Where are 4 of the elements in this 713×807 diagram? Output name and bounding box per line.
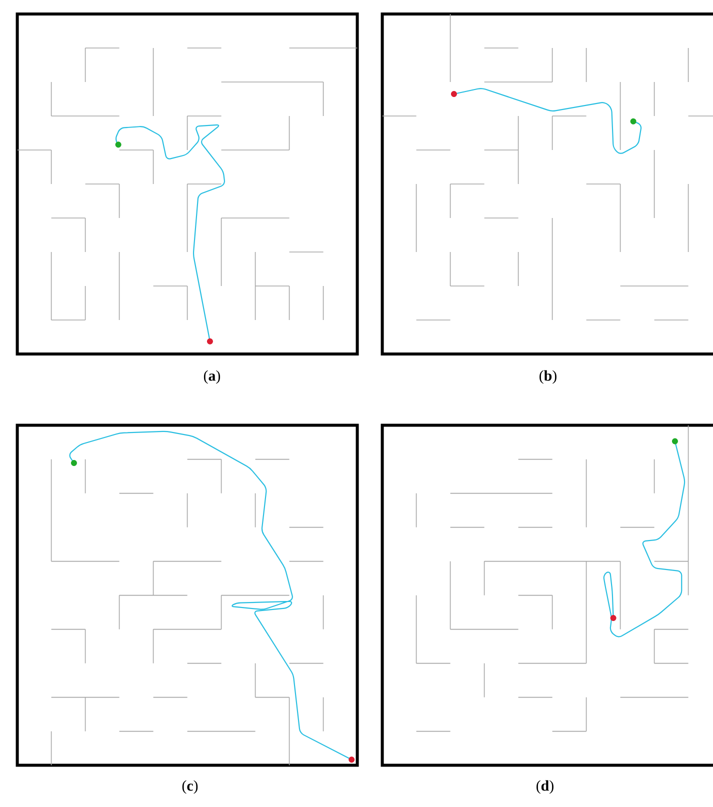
- panel-label: (c): [182, 780, 198, 794]
- panel-label: (d): [536, 780, 554, 794]
- panel-label: (a): [204, 370, 220, 384]
- panel-label: (b): [540, 370, 556, 384]
